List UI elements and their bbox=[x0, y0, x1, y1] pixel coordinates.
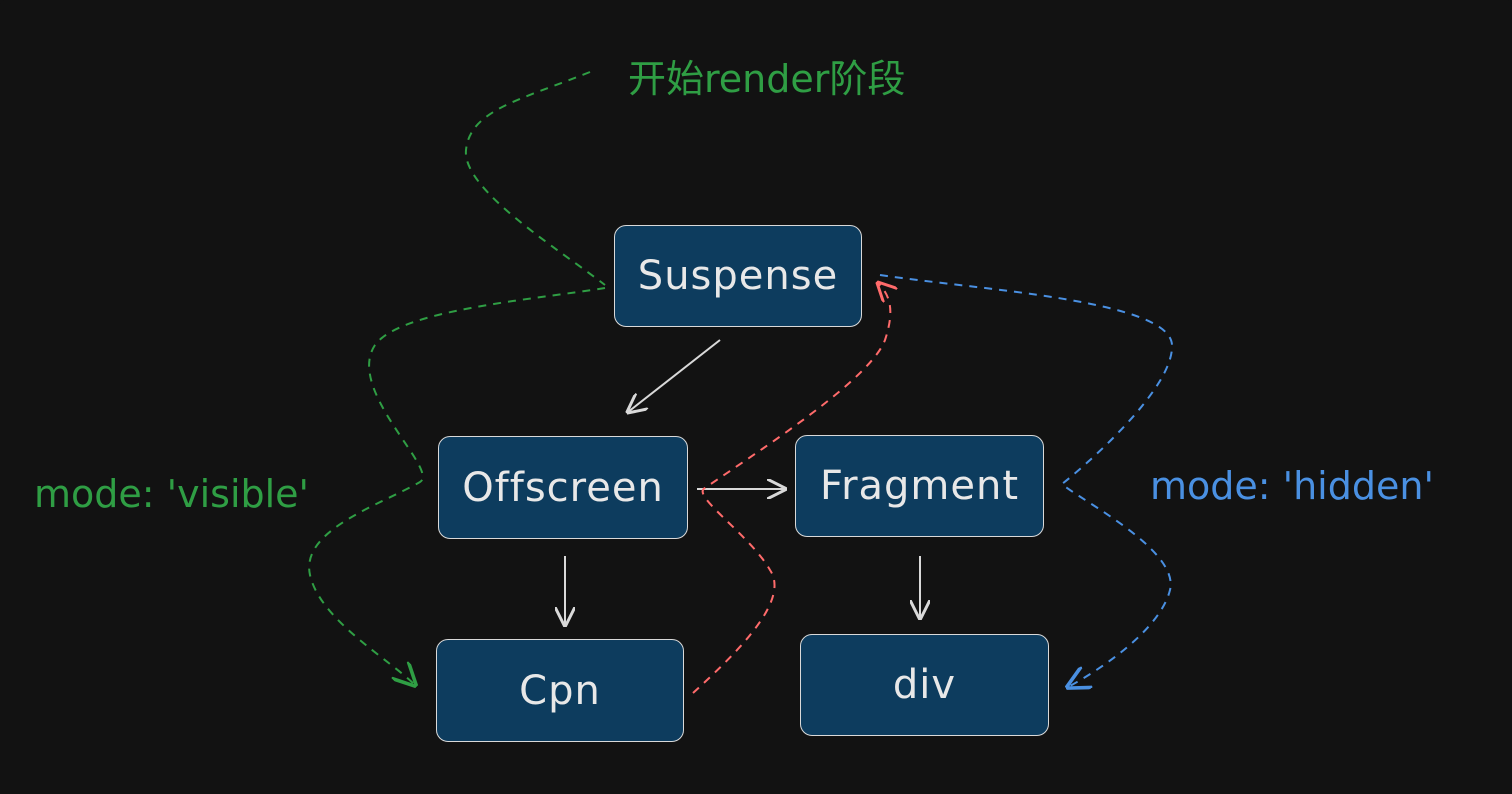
mode-hidden-label: mode: 'hidden' bbox=[1150, 464, 1434, 508]
mode-visible-label: mode: 'visible' bbox=[34, 472, 309, 516]
return-path bbox=[692, 283, 890, 694]
node-suspense: Suspense bbox=[614, 225, 862, 327]
render-start-path bbox=[464, 71, 606, 286]
hidden-mode-path bbox=[879, 274, 1174, 687]
render-start-label: 开始render阶段 bbox=[628, 57, 906, 101]
edge-suspense-offscreen bbox=[628, 339, 721, 412]
node-offscreen: Offscreen bbox=[438, 436, 688, 539]
node-fragment: Fragment bbox=[795, 435, 1044, 537]
node-div: div bbox=[800, 634, 1049, 736]
node-cpn: Cpn bbox=[436, 639, 684, 742]
visible-mode-path bbox=[308, 287, 606, 685]
